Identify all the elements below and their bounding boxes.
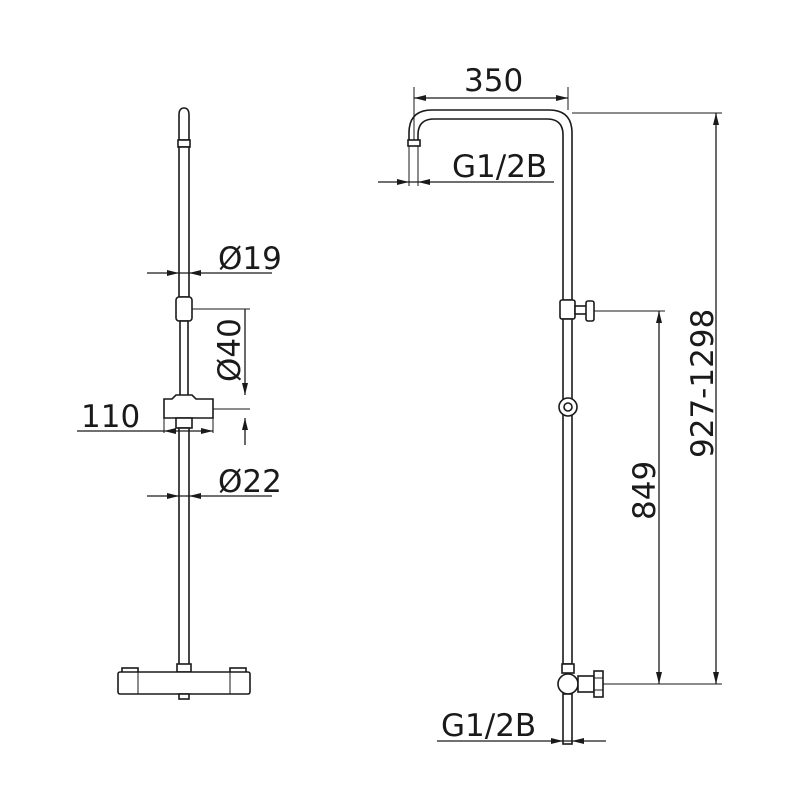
dim-total-height: 927-1298 — [685, 309, 721, 458]
dim-pipe-dia-bottom: Ø22 — [218, 464, 282, 500]
side-mixer-outlet — [178, 693, 190, 700]
side-lower-pipe — [178, 427, 190, 667]
side-upper-pipe — [178, 146, 190, 298]
front-head-connector — [407, 139, 421, 147]
dim-mixer-height: 849 — [627, 461, 663, 520]
dim-top-width: 350 — [464, 63, 523, 99]
front-slide-knob — [585, 300, 595, 322]
dim-holder-dia: Ø40 — [212, 318, 248, 382]
front-main-pipe — [562, 318, 573, 665]
front-slide-holder — [559, 299, 576, 320]
front-top-arm — [408, 109, 573, 301]
front-mixer-body — [577, 675, 595, 693]
front-lower-joint — [561, 663, 575, 674]
side-handshower-holder — [163, 394, 214, 419]
side-middle-pipe — [179, 320, 189, 397]
dim-inlet-top: G1/2B — [452, 149, 547, 185]
side-view: Ø19 Ø40 110 Ø22 — [77, 107, 282, 700]
front-mixer-flange — [593, 670, 604, 698]
side-lower-joint — [176, 663, 192, 673]
dim-inlet-bottom: G1/2B — [441, 708, 536, 744]
dim-pipe-dia-top: Ø19 — [218, 241, 282, 277]
side-head-stub — [178, 107, 190, 141]
side-head-joint — [177, 139, 191, 148]
front-inlet-pipe — [562, 693, 573, 745]
front-view: 350 G1/2B 849 927-1298 G1/2B — [378, 63, 722, 745]
front-mixer-knob — [557, 673, 579, 695]
dim-holder-depth: 110 — [81, 399, 140, 435]
side-holder-ring — [175, 296, 193, 322]
side-holder-clamp — [175, 417, 193, 429]
